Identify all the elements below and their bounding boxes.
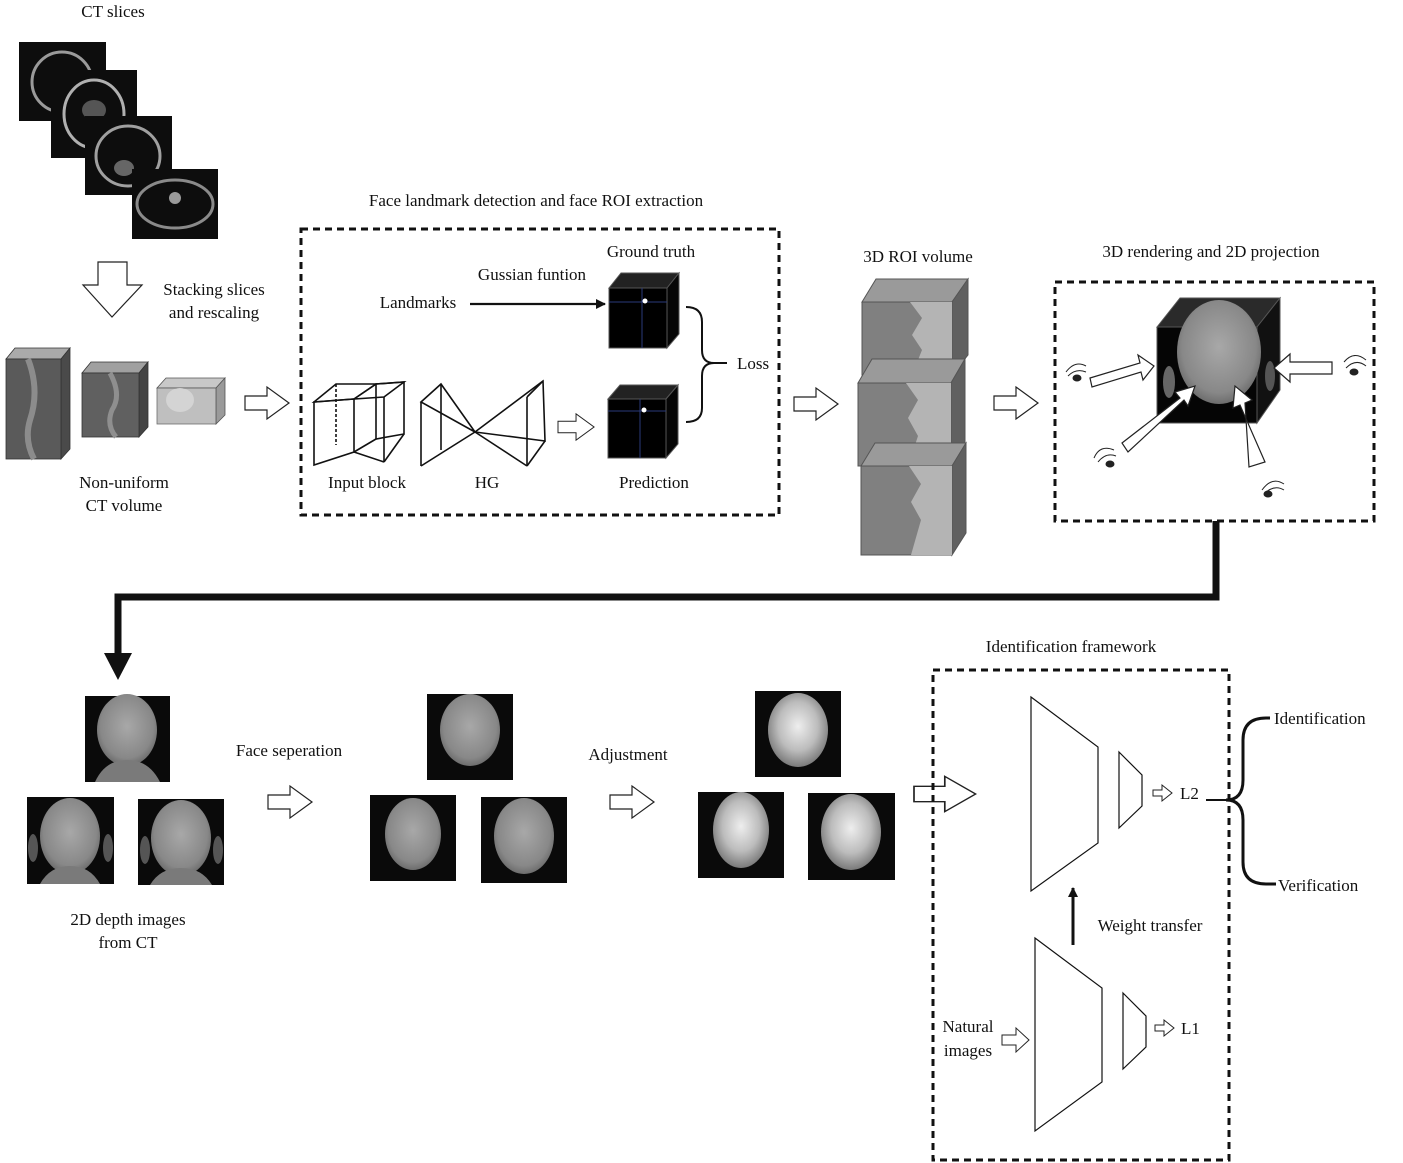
landmark-box	[299, 227, 781, 517]
rendering-box-title: 3D rendering and 2D projection	[1102, 242, 1320, 261]
stacking-down-arrow	[81, 261, 144, 318]
adjustment-label: Adjustment	[588, 745, 668, 764]
camera-eye-icon	[1093, 447, 1117, 468]
hg-label: HG	[475, 473, 500, 492]
ct-slices-label: CT slices	[81, 2, 144, 21]
adjusted-faces	[698, 691, 895, 880]
verification-label: Verification	[1278, 876, 1359, 895]
non-uniform-ct-volumes	[5, 346, 226, 461]
network-bottom-head	[1122, 991, 1147, 1071]
output-brace	[1225, 716, 1267, 886]
stacking-label-line2: and rescaling	[169, 303, 260, 322]
camera-eye-icon	[1343, 355, 1367, 376]
identification-box	[931, 668, 1231, 1162]
network-bottom-encoder	[1034, 936, 1103, 1133]
identification-box-title: Identification framework	[986, 637, 1157, 656]
natural-images-label-line1: Natural	[943, 1017, 994, 1036]
arrow-to-prediction	[557, 413, 595, 441]
non-uniform-label-line1: Non-uniform	[79, 473, 169, 492]
ct-slice-stack	[19, 42, 218, 239]
natural-images-label-line2: images	[944, 1041, 992, 1060]
network-top-head	[1118, 750, 1143, 830]
arrow-to-rendering	[993, 386, 1039, 420]
prediction-label: Prediction	[619, 473, 689, 492]
camera-eye-icon	[1261, 480, 1285, 498]
camera-arrow-bottom-left	[1121, 385, 1196, 453]
prediction-cube	[606, 383, 680, 460]
connector-line	[114, 521, 1220, 655]
roi-volume-cubes	[857, 277, 969, 557]
stacking-label-line1: Stacking slices	[163, 280, 265, 299]
gaussian-function-label: Gussian funtion	[478, 265, 587, 284]
ground-truth-cube	[607, 271, 681, 350]
camera-arrow-left	[1089, 353, 1155, 388]
roi-volume-label: 3D ROI volume	[863, 247, 973, 266]
network-top-encoder	[1030, 695, 1099, 893]
non-uniform-label-line2: CT volume	[86, 496, 163, 515]
arrow-to-landmark-box	[244, 386, 290, 420]
arrow-to-roi	[793, 387, 839, 421]
input-block-shape	[311, 381, 407, 467]
hg-hourglass-shape	[419, 379, 546, 467]
face-separation-label: Face seperation	[236, 741, 343, 760]
l1-arrow	[1154, 1018, 1175, 1038]
identification-label: Identification	[1274, 709, 1366, 728]
depth-images	[27, 694, 224, 885]
camera-arrow-right	[1273, 352, 1333, 384]
ground-truth-label: Ground truth	[607, 242, 696, 261]
arrow-to-adjusted-faces	[609, 785, 655, 819]
connector-arrow-head	[104, 653, 132, 680]
rendering-box	[1053, 280, 1376, 523]
l2-label: L2	[1180, 784, 1199, 803]
camera-arrow-bottom-right	[1232, 384, 1266, 468]
l2-arrow	[1152, 783, 1173, 803]
depth-images-label-line2: from CT	[98, 933, 158, 952]
natural-images-arrow	[1001, 1026, 1030, 1054]
camera-eye-icon	[1065, 363, 1087, 382]
loss-label: Loss	[737, 354, 769, 373]
landmarks-label: Landmarks	[380, 293, 456, 312]
arrow-to-separated-faces	[267, 785, 313, 819]
landmark-box-title: Face landmark detection and face ROI ext…	[369, 191, 704, 210]
l1-label: L1	[1181, 1019, 1200, 1038]
depth-images-label-line1: 2D depth images	[70, 910, 185, 929]
weight-transfer-label: Weight transfer	[1098, 916, 1203, 935]
loss-brace	[685, 306, 715, 423]
input-block-label: Input block	[328, 473, 406, 492]
separated-faces	[370, 694, 567, 883]
arrow-to-identification	[913, 775, 977, 813]
